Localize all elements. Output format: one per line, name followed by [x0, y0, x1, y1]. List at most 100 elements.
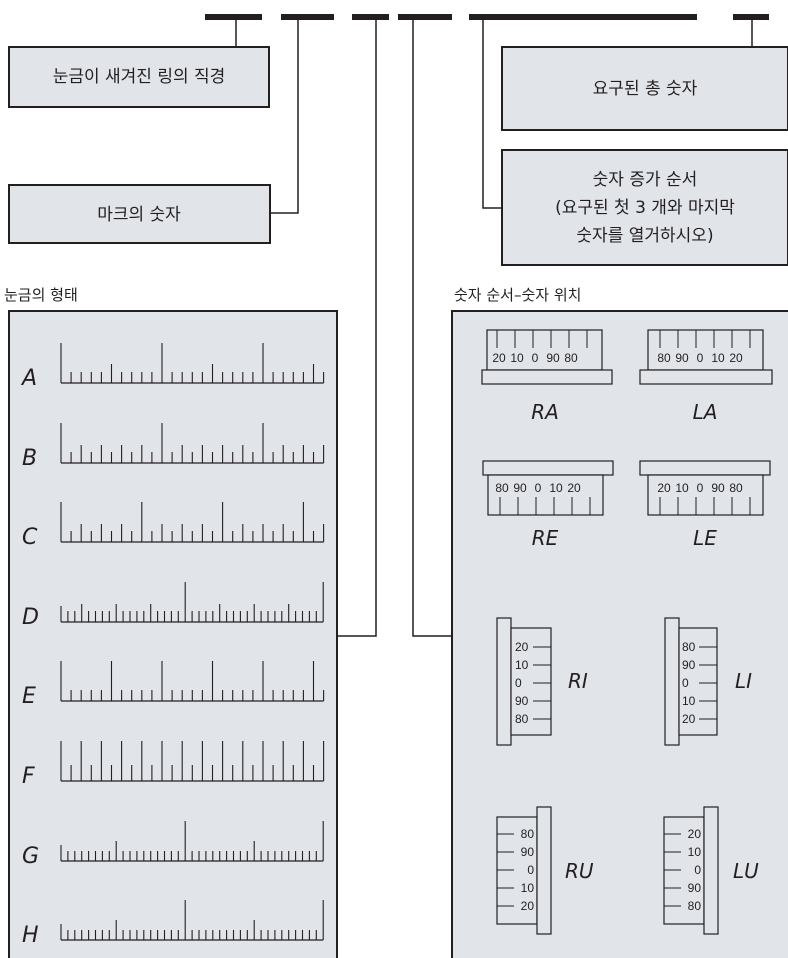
scale-row-f[interactable]: F — [22, 741, 325, 789]
scale-row-b[interactable]: B — [22, 423, 325, 471]
li-base — [664, 617, 680, 746]
scale-row-letter: B — [22, 446, 37, 471]
position-LE[interactable]: 20 10 0 90 80 LE — [639, 460, 771, 550]
total-digits-box — [501, 46, 788, 131]
le-label: LE — [693, 526, 717, 550]
mark-digits-label: 마크의 숫자 — [97, 205, 181, 225]
re-num-1: 90 — [513, 481, 527, 495]
la-label: LA — [693, 400, 718, 424]
ru-num-4: 20 — [521, 899, 535, 913]
le-num-0: 20 — [657, 481, 671, 495]
ru-num-2: 0 — [527, 863, 534, 877]
ri-num-3: 90 — [515, 694, 529, 708]
ra-dial — [486, 329, 603, 371]
scale-row-letter: E — [22, 684, 36, 709]
la-base — [639, 369, 773, 385]
position-panel: 20 10 0 90 80 RA 80 90 0 10 20 LA 80 90 … — [451, 310, 788, 958]
mark-digits-box — [8, 184, 271, 244]
position-RE[interactable]: 80 90 0 10 20 RE — [482, 460, 614, 550]
la-dial — [647, 329, 764, 371]
blank-scale-type[interactable] — [352, 14, 389, 20]
entry-blanks — [205, 14, 769, 20]
blank-position[interactable] — [398, 14, 452, 20]
li-dial — [678, 627, 718, 736]
leader-mark-digits — [270, 20, 299, 214]
scale-panel-frame — [8, 310, 338, 958]
le-dial — [647, 474, 764, 516]
ring-diameter-box — [8, 46, 270, 108]
ra-num-1: 10 — [510, 351, 524, 365]
ri-num-0: 20 — [515, 640, 529, 654]
le-num-1: 10 — [675, 481, 689, 495]
scale-row-h[interactable]: H — [22, 900, 324, 948]
blank-total-digits[interactable] — [733, 14, 769, 20]
re-num-0: 80 — [495, 481, 509, 495]
ri-num-1: 10 — [515, 658, 529, 672]
ri-base — [496, 617, 512, 746]
lu-num-3: 90 — [688, 881, 702, 895]
position-section-title: 숫자 순서–숫자 위치 — [454, 286, 581, 304]
re-num-3: 10 — [549, 481, 563, 495]
re-base — [482, 460, 614, 476]
lu-num-0: 20 — [688, 827, 702, 841]
scale-row-c[interactable]: C — [22, 502, 325, 550]
lu-num-2: 0 — [694, 863, 701, 877]
position-LA[interactable]: 80 90 0 10 20 LA — [639, 329, 773, 424]
li-num-2: 0 — [682, 676, 689, 690]
position-RA[interactable]: 20 10 0 90 80 RA — [481, 329, 613, 424]
scale-section-title: 눈금의 형태 — [4, 286, 78, 304]
li-label: LI — [735, 669, 752, 693]
ri-num-4: 80 — [515, 712, 529, 726]
blank-sequence[interactable] — [469, 14, 697, 20]
le-num-3: 90 — [711, 481, 725, 495]
ra-num-3: 90 — [546, 351, 560, 365]
position-RU[interactable]: 80 90 0 10 20 RU — [496, 806, 594, 935]
scale-row-letter: D — [22, 605, 39, 630]
blank-ring-diameter[interactable] — [205, 14, 262, 20]
sequence-box — [501, 149, 788, 266]
li-num-3: 10 — [682, 694, 696, 708]
scale-row-g[interactable]: G — [22, 821, 324, 869]
ring-diameter-label: 눈금이 새겨진 링의 직경 — [53, 67, 226, 87]
leader-scale-type — [337, 20, 377, 637]
sequence-label-line2: (요구된 첫 3 개와 마지막 — [555, 198, 735, 218]
scale-row-letter: H — [22, 923, 39, 948]
li-num-4: 20 — [682, 712, 696, 726]
scale-row-letter: F — [22, 764, 35, 789]
ri-dial — [510, 627, 552, 736]
scale-row-d[interactable]: D — [22, 582, 324, 630]
re-label: RE — [532, 526, 559, 550]
scale-row-a[interactable]: A — [20, 343, 325, 391]
lu-num-1: 10 — [688, 845, 702, 859]
re-dial — [487, 474, 604, 516]
ru-num-1: 90 — [521, 845, 535, 859]
ra-label: RA — [531, 400, 559, 424]
blank-mark-digits[interactable] — [281, 14, 334, 20]
ra-num-0: 20 — [492, 351, 506, 365]
ru-base — [536, 806, 552, 935]
sequence-label-line3: 숫자를 열거하시오) — [576, 226, 713, 246]
ra-base — [481, 369, 613, 385]
position-LI[interactable]: 80 90 0 10 20 LI — [664, 617, 752, 746]
leader-sequence — [482, 20, 502, 209]
li-num-0: 80 — [682, 640, 696, 654]
le-base — [639, 460, 771, 476]
la-num-2: 0 — [697, 351, 704, 365]
le-num-4: 80 — [729, 481, 743, 495]
ri-label: RI — [568, 669, 588, 693]
re-num-4: 20 — [567, 481, 581, 495]
position-LU[interactable]: 20 10 0 90 80 LU — [663, 806, 759, 935]
la-num-1: 90 — [675, 351, 689, 365]
label-boxes: 눈금이 새겨진 링의 직경 마크의 숫자 요구된 총 숫자 숫자 증가 순서 (… — [8, 46, 788, 266]
la-num-3: 10 — [711, 351, 725, 365]
scale-panel: A B C D E F G H — [8, 310, 338, 958]
lu-base — [703, 806, 719, 935]
re-num-2: 0 — [535, 481, 542, 495]
scale-row-e[interactable]: E — [22, 661, 325, 709]
total-digits-label: 요구된 총 숫자 — [593, 79, 698, 99]
scale-row-letter: C — [22, 525, 38, 550]
position-RI[interactable]: 20 10 0 90 80 RI — [496, 617, 588, 746]
la-num-0: 80 — [657, 351, 671, 365]
ra-num-2: 0 — [532, 351, 539, 365]
